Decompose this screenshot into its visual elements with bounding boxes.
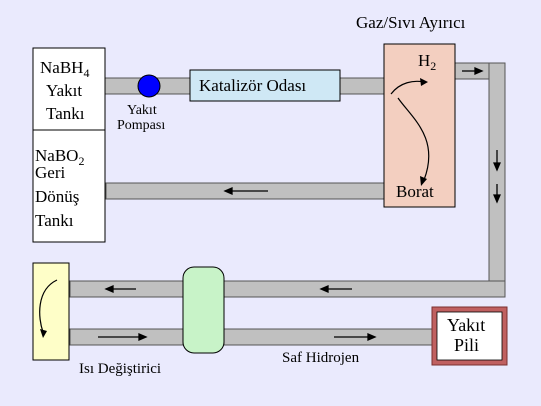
pipe-h2-top-right (223, 280, 506, 298)
heat-exchanger-label: Isı Değiştirici (79, 361, 162, 377)
pump-symbol (137, 74, 161, 98)
separator-title: Gaz/Sıvı Ayırıcı (356, 13, 466, 32)
return-tank-formula-base: NaBO (35, 146, 79, 165)
h2-label-base: H (418, 51, 431, 70)
return-tank (32, 129, 106, 243)
fuel-cell-label-line1: Yakıt (447, 315, 486, 335)
arrow-borate-left (223, 187, 268, 195)
fuel-tank-line2: Yakıt (46, 81, 83, 100)
pump-label-line1: Yakıt (127, 103, 157, 118)
return-tank-line4: Tankı (35, 211, 74, 230)
pipe-pure-hydrogen (223, 328, 433, 346)
pure-hydrogen-label: Saf Hidrojen (282, 350, 360, 366)
h2-label: H2 (418, 52, 436, 72)
borate-fall-arrowhead (420, 176, 427, 186)
coil-curve (39, 279, 58, 333)
fuel-tank-line3: Tankı (46, 104, 85, 123)
h2-rise-arrowhead (420, 78, 428, 86)
catalyst-chamber-label: Katalizör Odası (199, 76, 307, 95)
arrow-down-1 (493, 150, 501, 172)
heat-exchanger (182, 266, 225, 354)
coil-arrowhead (40, 329, 47, 338)
arrow-down-2 (493, 184, 501, 204)
exchanger-coil-box (32, 262, 70, 361)
h2-label-sub: 2 (430, 59, 437, 73)
fuel-tank-formula-sub: 4 (83, 66, 90, 80)
arrow-h2-right-2 (98, 333, 148, 341)
pipe-catalyst-to-separator (339, 77, 387, 95)
catalyst-chamber (189, 69, 341, 102)
return-tank-line3: Dönüş (35, 187, 80, 206)
borate-label: Borat (396, 182, 434, 201)
flow-arrows (98, 67, 501, 341)
fuel-tank-formula-base: NaBH (40, 58, 84, 77)
fuel-cell-label-line2: Pili (454, 335, 480, 355)
pump-label-line2: Pompası (117, 118, 166, 133)
fuel-cell (436, 311, 503, 361)
return-tank-formula: NaBO2 (35, 147, 84, 167)
pipe-h2-down (488, 62, 506, 282)
arrow-h2-right (462, 67, 484, 75)
return-tank-formula-sub: 2 (78, 154, 85, 168)
fuel-tank (32, 47, 106, 131)
arrow-h2-right-3 (334, 333, 377, 341)
separator-flow-curves (390, 78, 430, 186)
arrow-h2-left-1 (319, 285, 352, 293)
pipes (69, 62, 506, 346)
arrow-h2-left-2 (104, 285, 136, 293)
fuel-tank-formula: NaBH4 (40, 59, 89, 79)
borate-fall-curve (397, 97, 430, 181)
return-tank-line2: Geri (35, 163, 66, 182)
